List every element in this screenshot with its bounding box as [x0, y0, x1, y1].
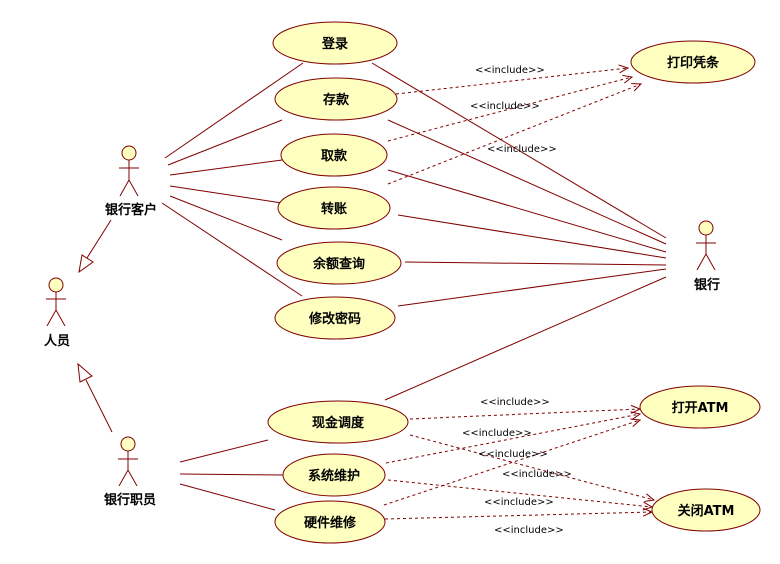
use-case-hardware-repair[interactable]: 硬件维修: [274, 500, 386, 544]
gen-customer-arrowhead: [78, 254, 94, 274]
use-case-print-receipt[interactable]: 打印凭条: [630, 40, 756, 84]
assoc-bank-withdraw: [387, 169, 667, 253]
include-withdraw-print: [387, 77, 632, 142]
assoc-customer-transfer: [169, 185, 283, 204]
assoc-customer-deposit: [167, 119, 283, 166]
use-case-label: 现金调度: [312, 415, 365, 431]
include-transfer-print: [387, 84, 641, 185]
use-case-open-atm[interactable]: 打开ATM: [639, 385, 761, 429]
use-case-close-atm[interactable]: 关闭ATM: [651, 488, 761, 532]
assoc-customer-changepwd: [161, 202, 303, 297]
gen-staff-arrowhead: [77, 362, 93, 383]
use-case-label: 修改密码: [308, 311, 361, 327]
gen-customer-line: [86, 219, 112, 259]
use-case-label: 登录: [321, 36, 348, 52]
use-case-deposit[interactable]: 存款: [274, 77, 398, 121]
include-hwmaint-open: [383, 420, 640, 506]
use-case-label: 系统维护: [308, 468, 360, 484]
assoc-customer-balance: [169, 195, 283, 241]
actor-staff[interactable]: 银行职员: [104, 436, 156, 508]
use-case-label: 转账: [321, 201, 347, 217]
use-case-label: 取款: [321, 148, 348, 164]
include-cash-open: [409, 409, 640, 420]
use-case-transfer[interactable]: 转账: [277, 186, 391, 230]
assoc-staff-cash: [179, 439, 269, 463]
bank-associations: [371, 62, 667, 401]
assoc-staff-hwmaint: [179, 483, 276, 511]
include-sysmaint-open: [385, 414, 640, 464]
use-case-change-password[interactable]: 修改密码: [274, 296, 396, 340]
actor-label: 银行职员: [104, 492, 156, 508]
staff-associations: [179, 439, 285, 511]
customer-associations: [161, 62, 304, 297]
actor-label: 银行: [694, 277, 720, 293]
use-case-label: 硬件维修: [304, 515, 357, 531]
use-case-cash-dispatch[interactable]: 现金调度: [267, 400, 409, 444]
include-cash-close: [409, 434, 654, 500]
include-label: <<include>>: [478, 449, 548, 460]
include-label: <<include>>: [470, 101, 540, 112]
use-case-login[interactable]: 登录: [272, 21, 398, 65]
actor-label: 人员: [44, 333, 70, 349]
assoc-bank-balance: [404, 261, 667, 266]
use-case-label: 打开ATM: [672, 400, 729, 416]
actor-label: 银行客户: [105, 202, 157, 218]
gen-staff-line: [85, 379, 113, 433]
include-deposit-print: [395, 68, 628, 95]
actor-bank[interactable]: 银行: [694, 220, 720, 293]
use-case-label: 余额查询: [312, 256, 365, 272]
actor-person[interactable]: 人员: [44, 277, 70, 349]
include-label: <<include>>: [487, 144, 557, 155]
include-label: <<include>>: [494, 525, 564, 536]
include-label: <<include>>: [484, 497, 554, 508]
use-case-system-maintenance[interactable]: 系统维护: [282, 453, 386, 497]
include-dependencies: [383, 68, 654, 520]
assoc-staff-sysmaint: [179, 473, 285, 476]
use-case-balance[interactable]: 余额查询: [276, 241, 402, 285]
generalizations: [77, 219, 113, 433]
assoc-bank-changepwd: [397, 268, 667, 307]
include-labels: <<include>> <<include>> <<include>> <<in…: [462, 65, 572, 536]
include-label: <<include>>: [475, 65, 545, 76]
include-hwmaint-close: [384, 512, 652, 520]
assoc-bank-deposit: [387, 119, 667, 245]
include-label: <<include>>: [502, 469, 572, 480]
use-case-label: 打印凭条: [667, 55, 720, 71]
include-label: <<include>>: [480, 397, 550, 408]
include-sysmaint-close: [387, 479, 652, 507]
use-case-withdraw[interactable]: 取款: [280, 133, 388, 177]
use-case-label: 存款: [323, 92, 350, 108]
assoc-bank-cash: [384, 276, 667, 401]
assoc-customer-withdraw: [169, 159, 283, 176]
include-label: <<include>>: [462, 428, 532, 439]
use-case-label: 关闭ATM: [678, 503, 735, 519]
assoc-customer-login: [164, 62, 304, 159]
actor-customer[interactable]: 银行客户: [105, 145, 157, 218]
assoc-bank-login: [371, 62, 667, 239]
assoc-bank-transfer: [397, 214, 667, 259]
